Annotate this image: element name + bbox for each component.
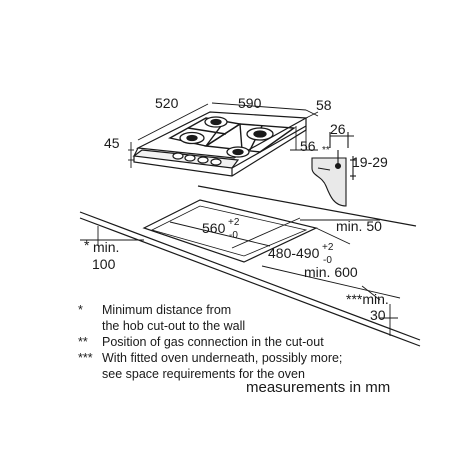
dim-cutout-depth-tol-plus: +2 — [322, 242, 334, 253]
footnote: *** With fitted oven underneath, possibl… — [78, 350, 458, 366]
footnote: see space requirements for the oven — [78, 366, 458, 382]
gas-marker: ** — [322, 145, 330, 156]
footnote-text: Minimum distance from — [102, 303, 232, 317]
footnote: the hob cut-out to the wall — [78, 318, 458, 334]
footnote-text: the hob cut-out to the wall — [102, 319, 246, 333]
burners — [179, 116, 274, 158]
units-label: measurements in mm — [246, 379, 391, 396]
dim-cutout-width-tol-minus: -0 — [229, 230, 238, 241]
footnote-mark: ** — [78, 335, 88, 349]
dim-cutout-width-tol-plus: +2 — [228, 217, 240, 228]
dim-height: 45 — [104, 135, 120, 151]
footnote-text: see space requirements for the oven — [102, 367, 305, 381]
dim-min-front: min. 600 — [304, 264, 358, 280]
footnotes: * Minimum distance from the hob cut-out … — [78, 302, 458, 382]
gas-connector-detail — [311, 132, 356, 207]
control-knobs — [172, 152, 222, 166]
footnote-mark — [78, 366, 102, 382]
dim-min-back-label: min. — [93, 239, 119, 255]
dim-right-offset: 58 — [316, 97, 332, 113]
footnote-text: Position of gas connection in the cut-ou… — [102, 335, 324, 349]
hob-dimension-lines — [128, 102, 319, 168]
dim-min-back-value: 100 — [92, 256, 116, 272]
dim-min-oven-label: ***min. — [346, 291, 389, 307]
dim-hob-width: 590 — [238, 95, 262, 111]
footnote: ** Position of gas connection in the cut… — [78, 334, 458, 350]
footnote-mark: *** — [78, 351, 93, 365]
dim-cutout-width: 560 — [202, 220, 226, 236]
dim-hob-depth: 520 — [155, 95, 179, 111]
dim-min-oven-value: 30 — [370, 307, 386, 323]
footnote-text: With fitted oven underneath, possibly mo… — [102, 351, 343, 365]
dim-gas-offset: 56 — [300, 138, 316, 154]
dim-min-back-prefix: * — [84, 237, 90, 253]
footnote: * Minimum distance from — [78, 302, 458, 318]
worktop-dimension-lines — [80, 217, 401, 336]
dim-cutout-depth-tol-minus: -0 — [323, 255, 332, 266]
dim-connector-height: 19-29 — [352, 154, 388, 170]
footnote-mark: * — [78, 303, 83, 317]
dim-min-side: min. 50 — [336, 218, 382, 234]
footnote-mark — [78, 318, 102, 334]
worktop — [79, 185, 421, 347]
dim-connector-width: 26 — [330, 121, 346, 137]
dim-cutout-depth: 480-490 — [268, 245, 320, 261]
